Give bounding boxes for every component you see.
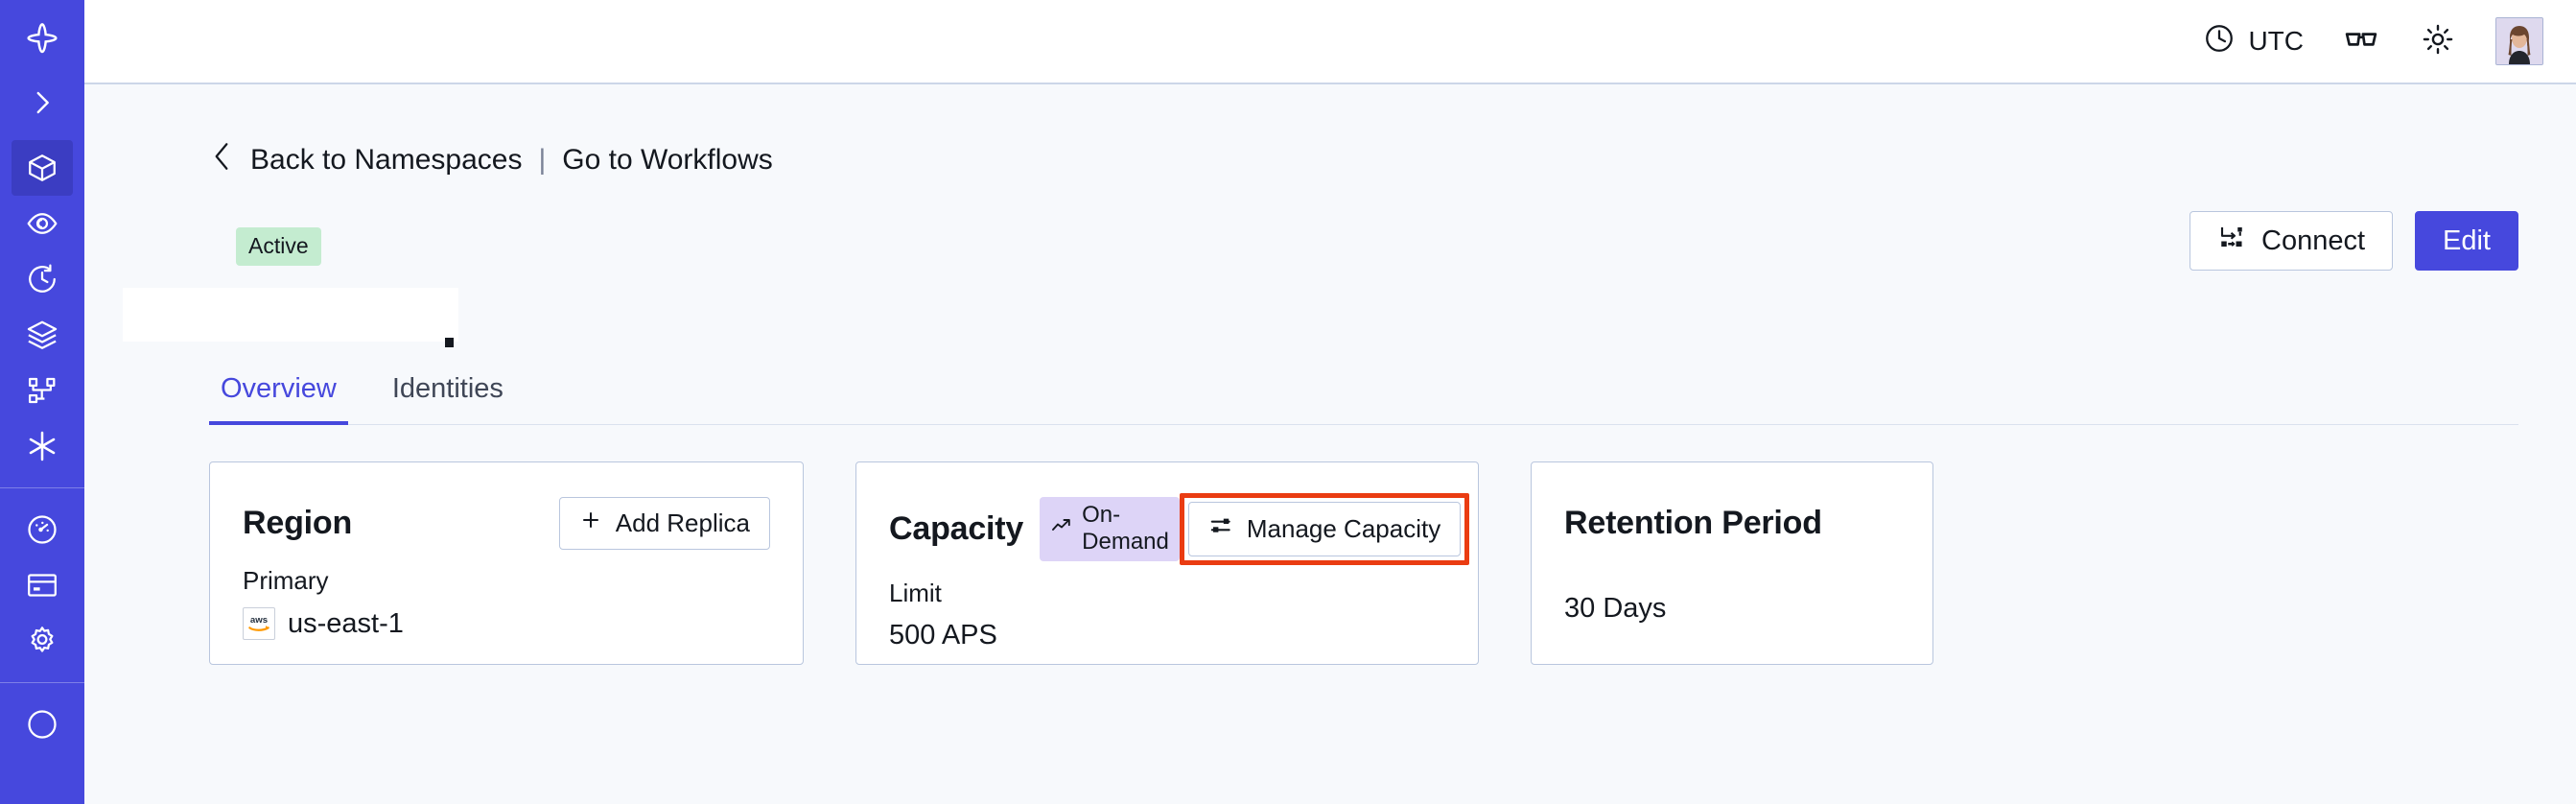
timezone-selector[interactable]: UTC [2203,22,2304,61]
edit-button[interactable]: Edit [2415,211,2518,271]
credit-card-icon [25,568,59,603]
tab-overview[interactable]: Overview [209,373,348,425]
plus-icon [579,508,602,538]
connect-icon [2217,223,2246,259]
aws-icon: aws [243,607,275,640]
redaction-marker [445,338,454,347]
add-replica-label: Add Replica [615,508,750,537]
sidebar-item-usage[interactable] [12,502,73,557]
sidebar-item-workflows[interactable] [12,363,73,418]
chevron-left-icon[interactable] [209,140,234,180]
region-primary-value: us-east-1 [288,607,404,639]
region-primary-value-row: aws us-east-1 [243,607,770,640]
sidebar-divider-1 [0,487,84,488]
add-replica-button[interactable]: Add Replica [558,496,770,550]
connect-button-label: Connect [2261,225,2366,256]
capacity-card-title: Capacity [889,510,1024,547]
manage-capacity-label: Manage Capacity [1246,514,1441,543]
status-badge: Active [236,227,321,266]
svg-text:aws: aws [250,615,268,626]
capacity-limit-label: Limit [889,579,942,607]
asterisk-icon [24,428,60,464]
clock-icon [2203,22,2236,61]
sidebar-item-nexus[interactable] [12,418,73,474]
retention-value: 30 Days [1564,593,1667,624]
go-to-workflows-link[interactable]: Go to Workflows [562,144,773,176]
redacted-namespace-name [123,288,458,347]
back-to-namespaces-link[interactable]: Back to Namespaces [250,144,523,176]
sidebar-item-batch-operations[interactable] [12,307,73,363]
namespace-tags: env prod [209,290,2576,331]
sidebar-item-namespaces[interactable] [12,140,73,196]
sun-icon [2421,22,2455,61]
namespace-header: Active [209,211,2576,276]
top-bar: UTC [84,0,2576,84]
clock-arrow-icon [25,262,59,296]
region-primary-label: Primary [243,566,329,595]
manage-capacity-button[interactable]: Manage Capacity [1187,502,1462,556]
main-region: UTC [84,0,2576,804]
sidebar-item-billing[interactable] [12,557,73,613]
gauge-icon [25,512,59,547]
retention-period-card: Retention Period 30 Days [1531,461,1933,665]
help-circle-icon [25,707,59,742]
capacity-mode-badge: On-Demand [1040,497,1180,561]
sliders-icon [1208,513,1233,545]
retention-card-title: Retention Period [1564,504,1822,541]
manage-capacity-highlight: Manage Capacity [1179,493,1470,565]
namespace-tabs: Overview Identities [209,373,2518,425]
primary-sidebar [0,0,84,804]
capacity-mode-label: On-Demand [1082,502,1169,555]
breadcrumb: Back to Namespaces | Go to Workflows [209,140,2576,180]
capacity-card: Capacity On-Demand [855,461,1479,665]
sidebar-item-expand[interactable] [12,75,73,130]
gear-icon [25,624,59,658]
tab-identities[interactable]: Identities [391,373,503,404]
sitemap-icon [25,373,59,408]
region-card: Region Add Replica [209,461,804,665]
sidebar-item-schedules[interactable] [12,251,73,307]
breadcrumb-separator: | [538,144,547,176]
region-card-title: Region [243,504,353,541]
top-bar-actions: UTC [2203,17,2543,65]
namespace-actions: Connect Edit [2190,211,2518,271]
avatar[interactable] [2495,17,2543,65]
sidebar-item-help[interactable] [12,697,73,752]
timezone-label: UTC [2248,26,2304,56]
eye-icon [25,206,59,241]
cube-icon [25,151,59,185]
sidebar-item-observability[interactable] [12,196,73,251]
sidebar-logo[interactable] [12,6,73,75]
connect-button[interactable]: Connect [2190,211,2394,271]
theme-toggle-button[interactable] [2419,22,2457,60]
sidebar-divider-2 [0,682,84,683]
sidebar-item-settings[interactable] [12,613,73,669]
glasses-icon [2343,21,2379,62]
chevron-right-icon [26,86,59,119]
edit-button-label: Edit [2443,225,2491,256]
overview-cards: Region Add Replica [209,461,2576,665]
page-body: Back to Namespaces | Go to Workflows Act… [84,84,2576,804]
trending-up-icon [1050,514,1073,544]
layers-icon [25,318,59,352]
capacity-limit-value: 500 APS [889,620,997,650]
docs-button[interactable] [2342,22,2380,60]
temporal-logo-icon [22,20,62,60]
